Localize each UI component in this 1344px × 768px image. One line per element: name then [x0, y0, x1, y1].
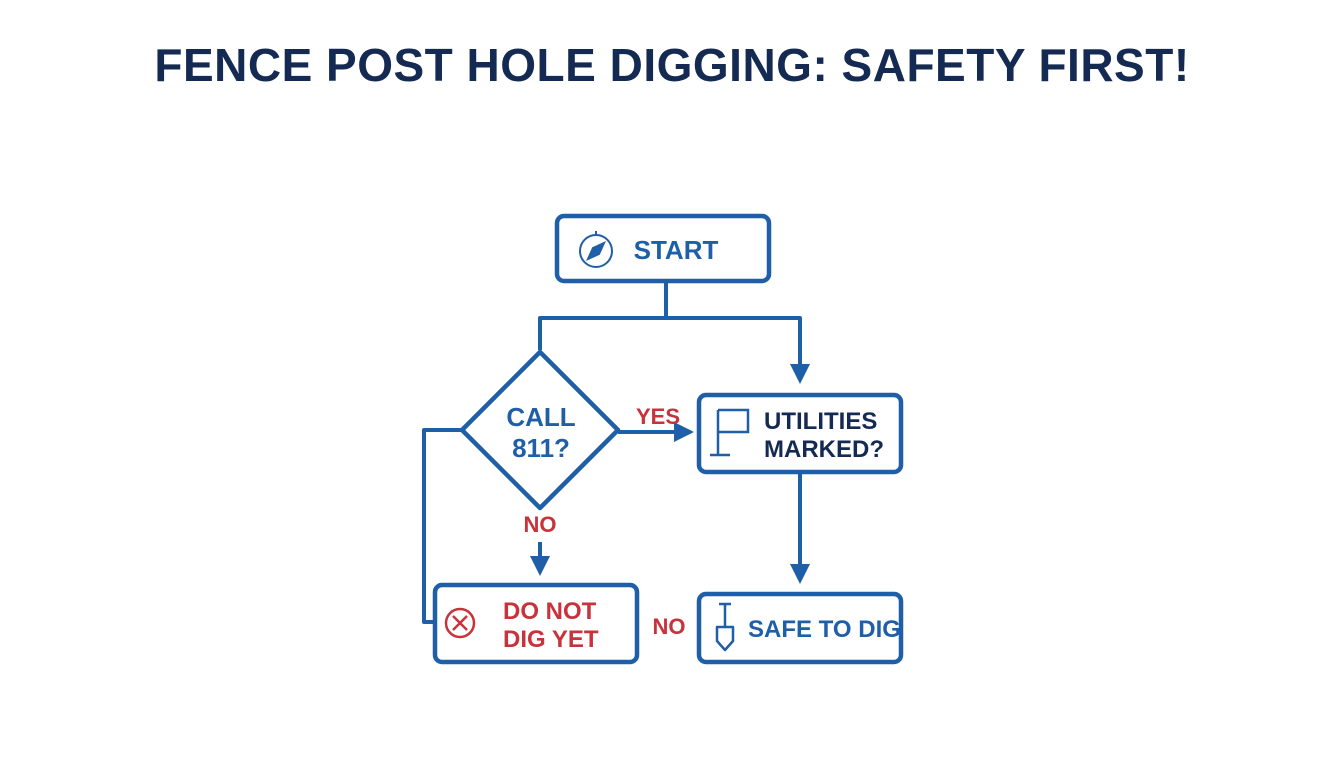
do-not-dig-line1: DO NOT [503, 598, 597, 625]
utilities-marked-node: UTILITIES MARKED? [696, 392, 904, 475]
utilities-line2: MARKED? [764, 436, 884, 463]
flag-icon [710, 408, 750, 457]
connector-split-call811 [538, 316, 666, 350]
compass-icon [579, 231, 613, 268]
no-label-utilities: NO [653, 614, 686, 639]
shovel-icon [715, 602, 735, 652]
start-label: START [634, 235, 719, 265]
x-circle-icon [444, 607, 476, 639]
call-811-line2: 811? [512, 433, 570, 463]
safe-to-dig-node: SAFE TO DIG [696, 591, 904, 665]
no-label-call: NO [524, 512, 557, 537]
utilities-line1: UTILITIES [764, 408, 877, 435]
start-node: START [554, 213, 772, 284]
page-title: FENCE POST HOLE DIGGING: SAFETY FIRST! [154, 39, 1190, 91]
call-811-line1: CALL [506, 402, 575, 432]
call-811-decision: CALL 811? [459, 349, 621, 511]
do-not-dig-line2: DIG YET [503, 626, 599, 653]
do-not-dig-node: DO NOT DIG YET [432, 582, 640, 665]
connector-split-utilities [666, 316, 810, 384]
safe-to-dig-label: SAFE TO DIG [748, 616, 901, 643]
yes-label: YES [636, 404, 680, 429]
connector-loop-left [422, 428, 462, 624]
